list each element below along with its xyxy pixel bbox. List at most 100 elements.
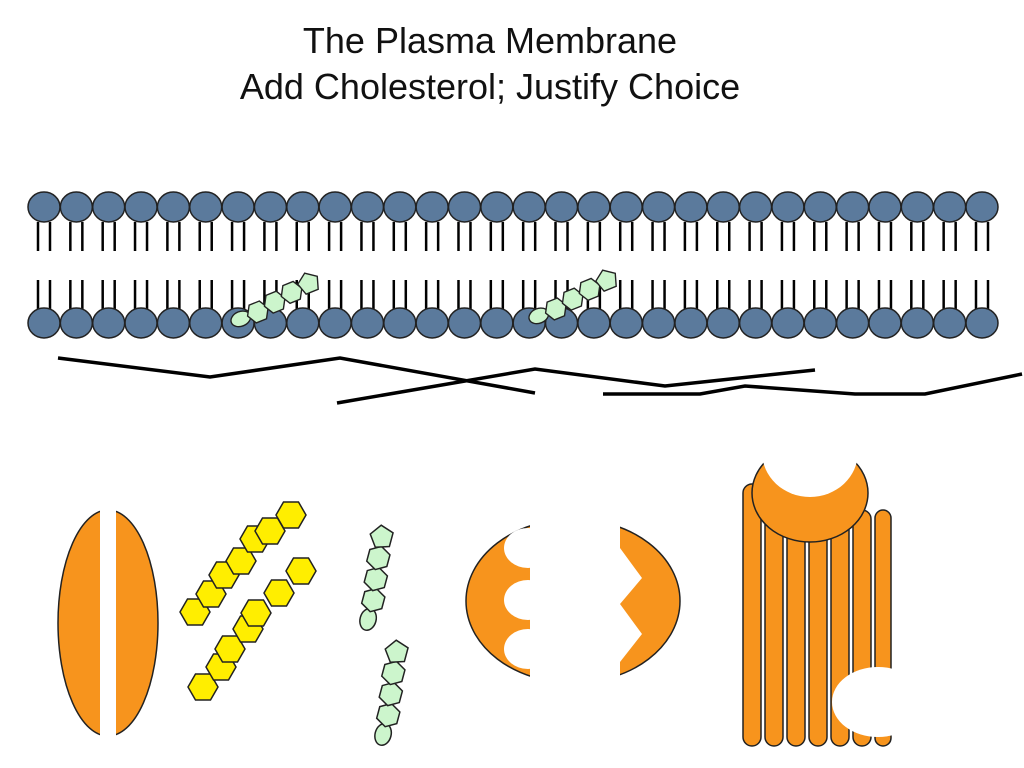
phospholipid [706,280,740,339]
phospholipid-head [383,307,417,339]
phospholipid [577,191,611,251]
choice-shapes [57,407,924,748]
phospholipid-head [480,191,514,223]
title-line-1: The Plasma Membrane [302,20,678,61]
cholesterol-ring [360,587,386,613]
phospholipid [156,191,191,251]
phospholipid [447,191,482,251]
phospholipid-head [286,307,320,339]
phospholipid-head [27,307,61,339]
cholesterol-molecule [230,272,319,328]
cholesterol-molecule [528,269,617,325]
phospholipid [59,280,94,339]
phospholipid-head [91,191,126,223]
phospholipid-head [59,307,94,339]
phospholipid [803,280,838,339]
hexagon-unit [275,501,307,529]
phospholipid-head [253,191,288,223]
phospholipid [932,191,967,251]
hexagon-chain [179,501,307,626]
channel-receptor-choice[interactable] [742,407,924,747]
phospholipid [447,280,482,339]
phospholipid-head [609,307,643,339]
phospholipid [415,280,449,339]
phospholipid-head [188,191,223,223]
phospholipid-head [318,307,352,339]
cholesterol-ring [363,566,389,592]
phospholipid [480,280,514,339]
phospholipid-head [641,191,676,223]
phospholipid-head [156,191,191,223]
phospholipid-head [447,191,482,223]
cholesterol-ring [594,269,617,292]
phospholipid [544,191,579,251]
cholesterol-molecule [359,524,394,632]
outer-leaflet [27,191,999,251]
filament-1 [57,356,536,395]
filament-2 [336,367,816,405]
phospholipid [771,191,805,251]
phospholipid [965,191,999,251]
filament-3 [603,372,1023,396]
phospholipid-head [350,307,385,339]
phospholipid [674,191,708,251]
slide-title: The Plasma Membrane Add Cholesterol; Jus… [0,18,980,110]
phospholipid [156,280,191,339]
hexagon-unit [285,557,317,585]
phospholipid [383,280,417,339]
phospholipid [771,280,805,339]
cholesterol-ring [280,280,303,305]
phospholipid [641,280,676,339]
phospholipid [59,191,94,251]
phospholipid [835,280,870,339]
disk-round-notch [504,580,552,620]
phospholipid-head [706,191,740,223]
phospholipid-head [932,307,967,339]
inner-leaflet [27,280,999,339]
phospholipid-head [965,307,999,339]
cholesterol-ring [365,545,391,571]
cholesterol-ring [384,639,409,664]
phospholipid-head [480,307,514,339]
cholesterol-ring [296,272,319,295]
phospholipid-head [771,307,805,339]
cholesterol-ring [369,524,394,549]
phospholipid-head [674,191,708,223]
phospholipid [286,191,320,251]
phospholipid-head [59,191,94,223]
phospholipid [318,191,352,251]
phospholipid [738,191,773,251]
cholesterol-ring [561,287,584,311]
phospholipid-head [932,191,967,223]
phospholipid-head [156,307,191,339]
phospholipid [641,191,676,251]
cholesterol-ring [246,300,269,324]
phospholipid [221,191,255,251]
title-line-2: Add Cholesterol; Justify Choice [239,66,741,107]
notched-disk-choice[interactable] [465,516,681,686]
phospholipid-head [447,307,482,339]
phospholipid [674,280,708,339]
cholesterol-ring [578,277,601,302]
embedded-cholesterol-group [230,269,617,328]
phospholipid [965,280,999,339]
yellow-hexagon-chains-choice[interactable] [179,501,317,701]
disk-zigzag-notch [612,548,642,662]
phospholipid-head [771,191,805,223]
split-oval-choice[interactable] [57,505,159,741]
phospholipid-head [900,307,935,339]
phospholipid-head [706,307,740,339]
phospholipid [609,191,643,251]
cholesterol-molecules-choice[interactable] [346,523,418,748]
phospholipid [350,191,385,251]
phospholipid [900,191,935,251]
phospholipid-head [188,307,223,339]
phospholipid-head [868,307,902,339]
phospholipid [480,191,514,251]
lipid-bilayer [27,191,999,339]
phospholipid [350,280,385,339]
cholesterol-molecule [374,639,409,747]
phospholipid [27,280,61,339]
phospholipid-head [286,191,320,223]
